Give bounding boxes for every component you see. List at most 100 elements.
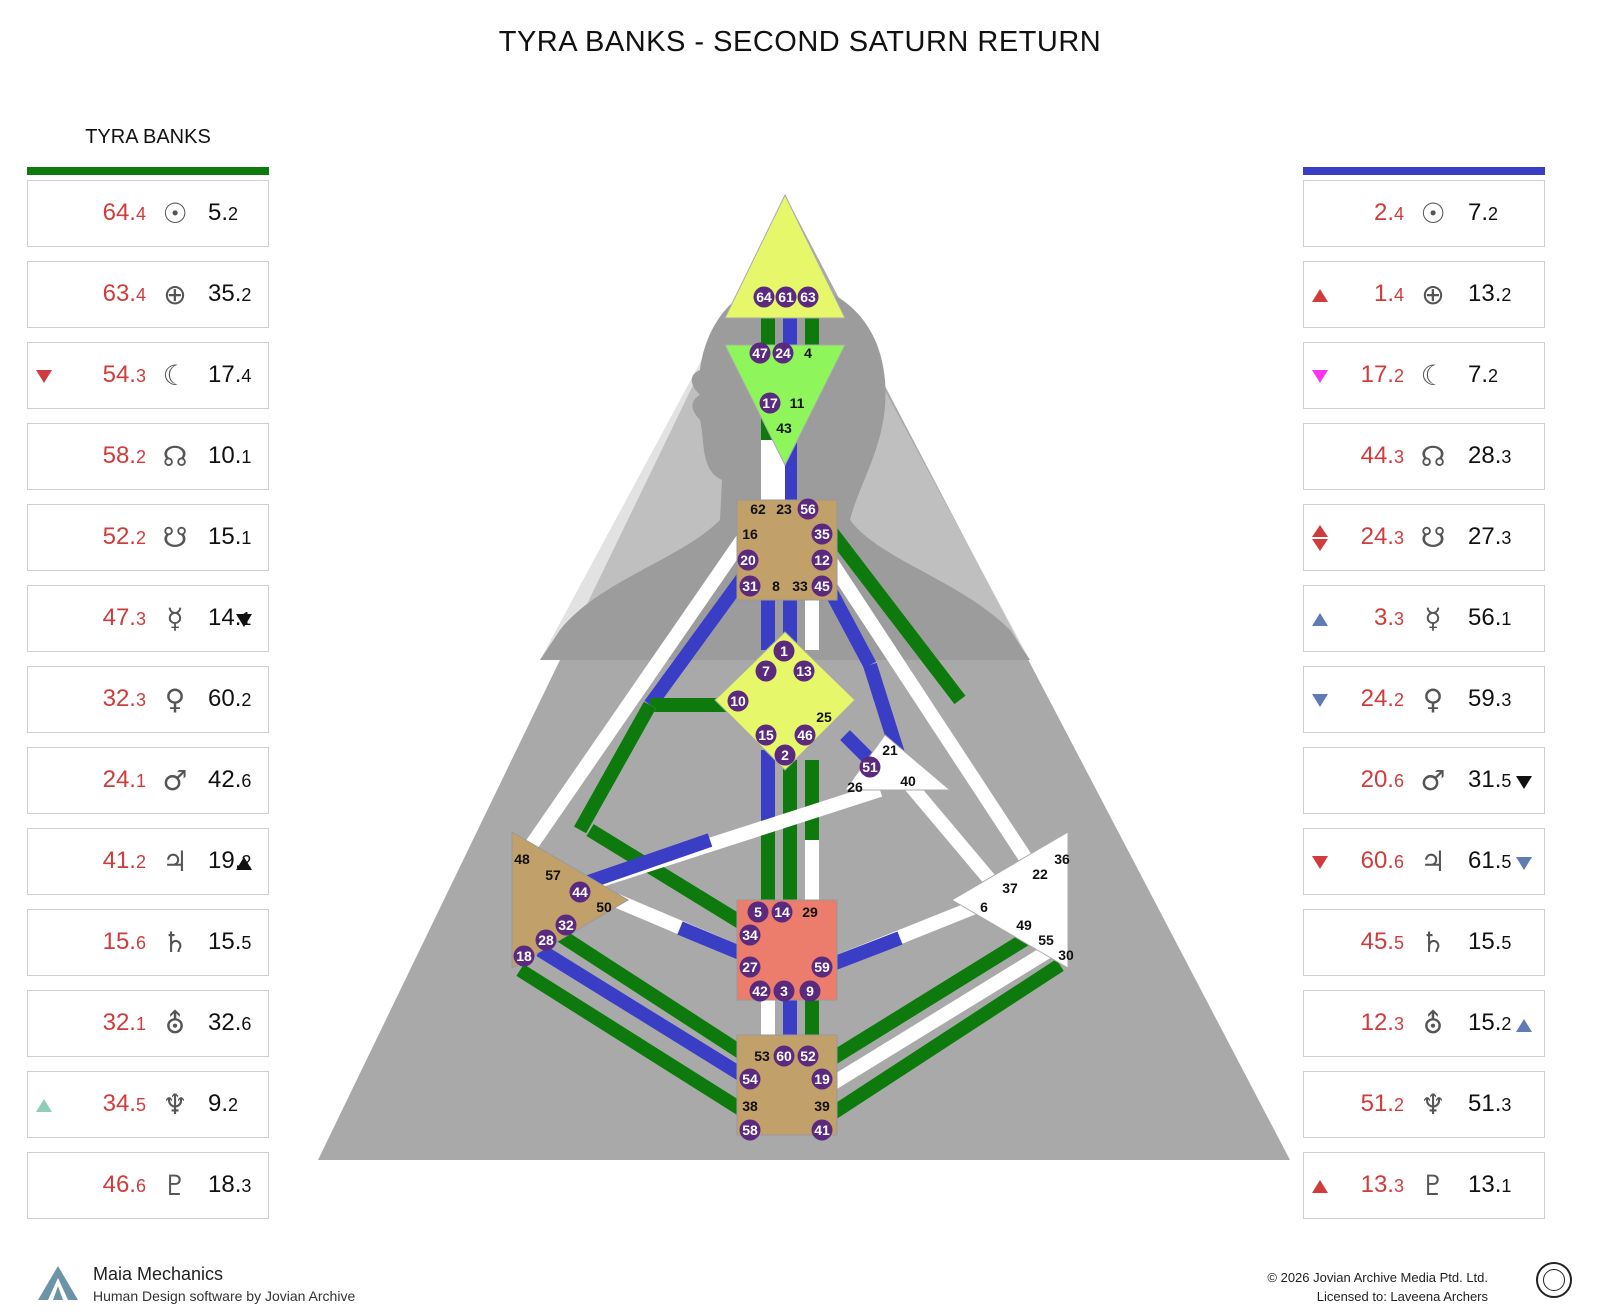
tone-number: 5 (241, 933, 252, 953)
gate-number: 13. (1360, 1171, 1394, 1198)
mercury-icon: ☿ (1424, 602, 1442, 635)
gate-25: 25 (816, 709, 832, 725)
solar-plexus-center (951, 831, 1069, 969)
planet-row-uranus: 32.1⛢32.6 (27, 990, 269, 1057)
gate-5: 5 (754, 904, 762, 920)
gate-5-dot (747, 901, 769, 923)
gate-number: 64. (102, 199, 136, 226)
line-number: 3 (135, 366, 146, 386)
tone-number: 6 (241, 771, 252, 791)
gate-46-dot (794, 724, 816, 746)
gate-30: 30 (1058, 947, 1074, 963)
tone-number: 3 (1501, 447, 1512, 467)
color-number: 7. (1468, 199, 1489, 226)
gate-line-value: 54.3 (38, 361, 146, 389)
gate-58-dot (739, 1119, 761, 1141)
tone-number: 2 (1501, 1014, 1512, 1034)
planet-row-uranus: 12.3⛢15.2 (1303, 990, 1545, 1057)
line-number: 3 (1393, 528, 1404, 548)
gate-26: 26 (847, 779, 863, 795)
gate-27-dot (739, 956, 761, 978)
color-number: 15. (208, 928, 242, 955)
color-tone-value: 56.1 (1468, 604, 1511, 632)
gate-line-value: 45.5 (1314, 928, 1404, 956)
color-number: 61. (1468, 847, 1502, 874)
color-tone-value: 10.1 (208, 442, 251, 470)
gate-number: 52. (102, 523, 136, 550)
gate-number: 24. (102, 766, 136, 793)
line-number: 3 (1393, 609, 1404, 629)
tone-number: 5 (1501, 771, 1512, 791)
gate-38: 38 (742, 1098, 758, 1114)
gate-number: 46. (102, 1171, 136, 1198)
channel-35-36 (824, 525, 966, 705)
color-tone-value: 15.2 (1468, 1009, 1511, 1037)
south-node-icon: ☋ (162, 521, 188, 554)
gate-line-value: 24.2 (1314, 685, 1404, 713)
gate-43: 43 (776, 420, 792, 436)
mars-icon: ♂ (1420, 764, 1446, 797)
line-number: 6 (1393, 771, 1404, 791)
gate-12-dot (811, 549, 833, 571)
tone-number: 3 (1501, 690, 1512, 710)
gate-14: 14 (774, 904, 790, 920)
gate-48: 48 (514, 851, 530, 867)
planet-row-jupiter: 60.6♃61.5 (1303, 828, 1545, 895)
line-number: 2 (1393, 1095, 1404, 1115)
color-tone-value: 17.4 (208, 361, 251, 389)
license: Licensed to: Laveena Archers (1316, 1289, 1488, 1304)
north-node-icon: ☊ (162, 440, 188, 473)
gate-line-value: 3.3 (1314, 604, 1404, 632)
gate-53: 53 (754, 1048, 770, 1064)
gate-line-value: 51.2 (1314, 1090, 1404, 1118)
gate-number: 3. (1373, 604, 1394, 631)
gate-33: 33 (792, 578, 808, 594)
gate-13-dot (793, 660, 815, 682)
line-number: 2 (135, 852, 146, 872)
gate-31: 31 (742, 578, 758, 594)
gate-6: 6 (980, 899, 988, 915)
channels (516, 310, 1064, 1121)
channel-18-58 (516, 964, 754, 1121)
planet-row-mercury: 47.3☿14.1 (27, 585, 269, 652)
tone-number: 3 (1501, 528, 1512, 548)
channel-28-38 (536, 944, 754, 1086)
gate-line-value: 1.4 (1314, 280, 1404, 308)
gate-64-dot (753, 286, 775, 308)
color-number: 27. (1468, 523, 1502, 550)
gate-number: 58. (102, 442, 136, 469)
gate-41: 41 (814, 1122, 830, 1138)
gate-line-value: 24.1 (38, 766, 146, 794)
channel-10-34b (573, 701, 657, 834)
line-number: 4 (1393, 204, 1404, 224)
personality-bar (1303, 167, 1545, 175)
gate-18: 18 (516, 948, 532, 964)
uranus-icon: ⛢ (164, 1007, 186, 1040)
color-number: 14. (208, 604, 242, 631)
gate-10: 10 (730, 693, 746, 709)
gate-24: 24 (775, 345, 791, 361)
planet-row-earth: 63.4⊕35.2 (27, 261, 269, 328)
arrow-marker-icon (1516, 1019, 1532, 1032)
gate-17: 17 (762, 395, 778, 411)
color-number: 32. (208, 1009, 242, 1036)
color-tone-value: 42.6 (208, 766, 251, 794)
gate-19-dot (811, 1068, 833, 1090)
color-tone-value: 15.1 (208, 523, 251, 551)
planet-row-mars: 20.6♂31.5 (1303, 747, 1545, 814)
saturn-icon: ♄ (1420, 926, 1446, 959)
venus-icon: ♀ (1422, 683, 1444, 716)
gate-20: 20 (740, 552, 756, 568)
color-tone-value: 28.3 (1468, 442, 1511, 470)
gate-number: 34. (102, 1090, 136, 1117)
saturn-icon: ♄ (162, 926, 188, 959)
gate-34: 34 (742, 927, 758, 943)
gate-27: 27 (742, 959, 758, 975)
gate-40: 40 (900, 773, 916, 789)
line-number: 6 (1393, 852, 1404, 872)
gate-36: 36 (1054, 851, 1070, 867)
gate-60: 60 (776, 1048, 792, 1064)
arrow-marker-icon (36, 370, 52, 383)
brand-block: Maia Mechanics Human Design software by … (36, 1264, 406, 1304)
